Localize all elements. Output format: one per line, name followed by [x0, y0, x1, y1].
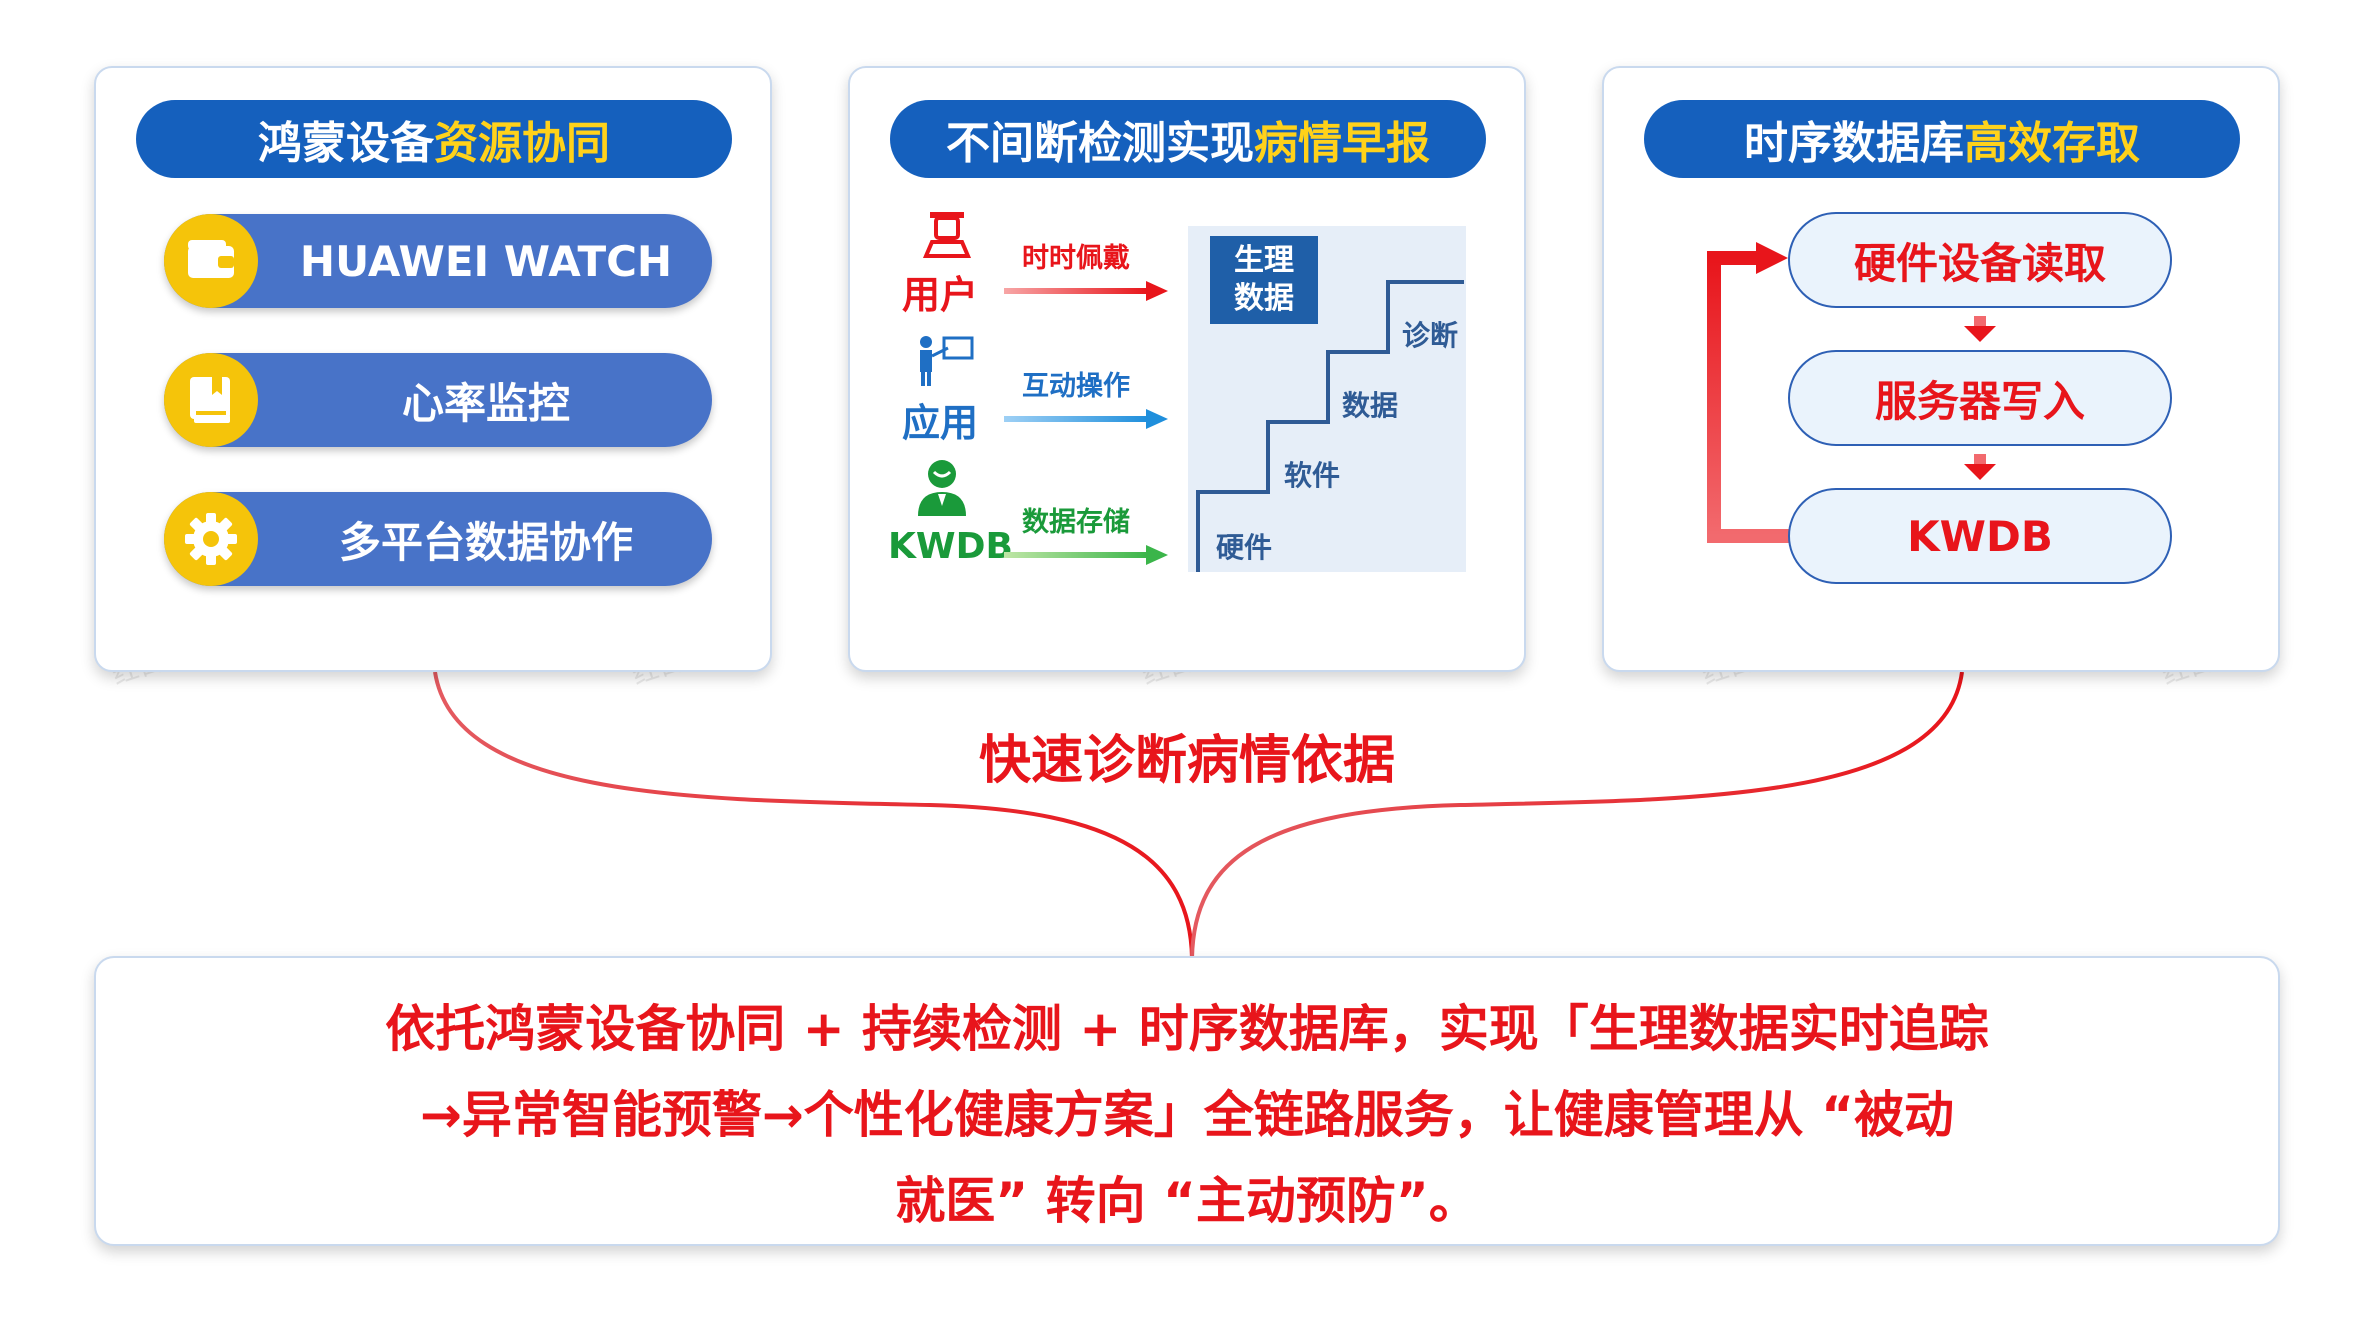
staircase-area: 生理 数据 硬件 软件 数据 诊断: [1188, 226, 1466, 572]
physio-data-label-1: 生理: [1234, 243, 1294, 278]
brace-right-curve: [1190, 671, 1964, 959]
source-label-app: 应用: [902, 401, 979, 445]
device-item-multi-platform[interactable]: 多平台数据协作: [164, 492, 712, 586]
panel-title-highlight: 病情早报: [1254, 118, 1430, 169]
presenter-icon: [914, 334, 976, 390]
staircase-line: [1196, 280, 1464, 572]
panel-header: 时序数据库高效存取: [1644, 100, 2240, 178]
device-item-huawei-watch[interactable]: HUAWEI WATCH: [164, 214, 712, 308]
person-icon: [914, 458, 970, 520]
step-kwdb: KWDB: [1788, 488, 2172, 584]
step-server-write: 服务器写入: [1788, 350, 2172, 446]
panel-timeseries-db: 时序数据库高效存取 硬件设备读取 服务器写入 KWDB: [1602, 66, 2280, 672]
loop-arrow: [1707, 242, 1790, 543]
stair-label-software: 软件: [1284, 459, 1341, 492]
panel-title-main: 不间断检测实现: [946, 118, 1254, 169]
panel-title-highlight: 资源协同: [434, 118, 610, 169]
source-label-user: 用户: [902, 273, 979, 317]
gear-icon: [164, 492, 258, 586]
physio-data-box: 生理 数据: [1210, 236, 1318, 324]
source-label-kwdb: KWDB: [888, 526, 1013, 567]
arrow-wear: [1004, 281, 1168, 301]
stair-label-data: 数据: [1342, 389, 1399, 422]
panel-title-main: 时序数据库: [1744, 118, 1964, 169]
panel-continuous-monitoring: 不间断检测实现病情早报 用户 时时佩戴 应用 互动操作: [848, 66, 1526, 672]
step-hardware-read: 硬件设备读取: [1788, 212, 2172, 308]
brace-left-curve: [433, 671, 1194, 959]
down-arrow-icon: [1964, 316, 1996, 342]
arrow-interact: [1004, 409, 1168, 429]
arrow-label-storage: 数据存储: [1022, 507, 1130, 538]
summary-line-3: 就医” 转向 “主动预防”。: [895, 1172, 1479, 1230]
summary-text: 依托鸿蒙设备协同 + 持续检测 + 时序数据库，实现「生理数据实时追踪 →异常智…: [246, 986, 2128, 1244]
device-item-label: HUAWEI WATCH: [299, 236, 673, 286]
device-item-heart-rate[interactable]: 心率监控: [164, 353, 712, 447]
center-title: 快速诊断病情依据: [978, 731, 1395, 791]
arrow-storage: [1004, 545, 1168, 565]
panel-title-highlight: 高效存取: [1964, 118, 2140, 169]
user-icon: [922, 210, 972, 262]
panel-resource-collaboration: 鸿蒙设备资源协同 HUAWEI WATCH 心率监控: [94, 66, 772, 672]
summary-line-2: →异常智能预警→个性化健康方案」全链路服务，让健康管理从 “被动: [419, 1086, 1955, 1144]
device-item-label: 心率监控: [401, 378, 570, 428]
physio-data-label-2: 数据: [1234, 281, 1294, 316]
summary-box: 依托鸿蒙设备协同 + 持续检测 + 时序数据库，实现「生理数据实时追踪 →异常智…: [94, 956, 2280, 1246]
arrow-label-wear: 时时佩戴: [1022, 243, 1130, 274]
book-icon: [164, 353, 258, 447]
device-item-label: 多平台数据协作: [338, 517, 633, 567]
panel-title-main: 鸿蒙设备: [258, 118, 434, 169]
panel-header: 不间断检测实现病情早报: [890, 100, 1486, 178]
summary-line-1: 依托鸿蒙设备协同 + 持续检测 + 时序数据库，实现「生理数据实时追踪: [385, 1000, 1989, 1058]
wallet-icon: [164, 214, 258, 308]
stair-label-diagnosis: 诊断: [1402, 319, 1459, 352]
panel-header: 鸿蒙设备资源协同: [136, 100, 732, 178]
arrow-label-interact: 互动操作: [1022, 371, 1130, 402]
down-arrow-icon: [1964, 454, 1996, 480]
stair-label-hardware: 硬件: [1216, 531, 1273, 564]
